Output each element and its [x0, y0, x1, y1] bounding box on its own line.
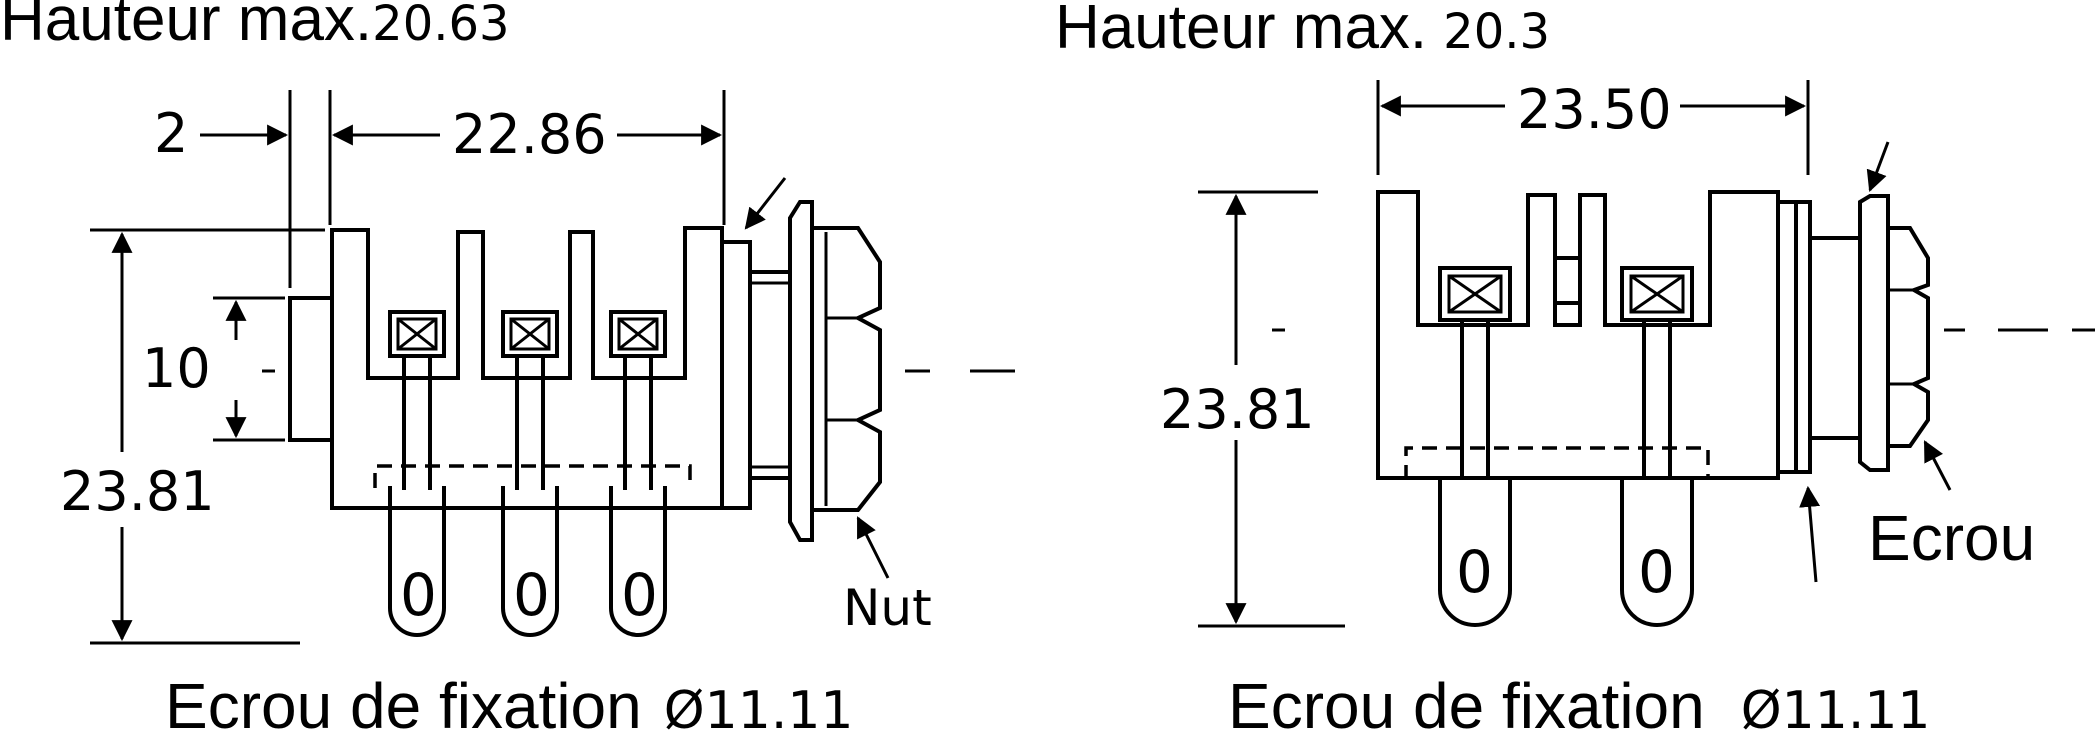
right-title-text: Hauteur max. — [1055, 0, 1427, 62]
left-terminal-2-label: 0 — [513, 561, 550, 629]
left-dim-width: 22.86 — [331, 90, 726, 225]
left-dim-height-label: 23.81 — [60, 460, 215, 523]
left-terminal-3: 0 — [609, 310, 667, 637]
left-terminal-2: 0 — [501, 310, 559, 637]
left-footer-text: Ecrou de fixation — [165, 670, 642, 742]
left-title-value: 20.63 — [372, 0, 509, 52]
left-dim-inner-height: 10 — [142, 296, 285, 442]
left-terminal-3-label: 0 — [621, 561, 658, 629]
right-jack-body — [1272, 190, 2095, 480]
left-dim-offset-label: 2 — [154, 102, 188, 165]
right-terminal-1-label: 0 — [1456, 538, 1493, 606]
left-title: Hauteur max.20.63 — [0, 0, 510, 54]
right-footer: Ecrou de fixation Ø11.11 — [1228, 670, 1931, 742]
left-nut-label: Nut — [843, 579, 932, 637]
right-dim-height: 23.81 — [1160, 190, 1345, 628]
right-footer-value: Ø11.11 — [1741, 681, 1931, 741]
right-jack-drawing: Hauteur max. 20.3 23.50 23.81 — [1055, 0, 2095, 742]
left-dim-offset: 2 — [154, 90, 332, 288]
right-title: Hauteur max. 20.3 — [1055, 0, 1550, 62]
left-title-text: Hauteur max. — [0, 0, 372, 54]
right-terminal-2-label: 0 — [1638, 538, 1675, 606]
left-jack-drawing: Hauteur max.20.63 2 22.86 23.81 — [0, 0, 1015, 742]
right-footer-text: Ecrou de fixation — [1228, 670, 1705, 742]
right-dim-width: 23.50 — [1376, 78, 1810, 175]
right-dim-width-label: 23.50 — [1517, 78, 1672, 141]
left-terminal-1-label: 0 — [400, 561, 437, 629]
left-footer: Ecrou de fixation Ø11.11 — [165, 670, 854, 742]
right-dim-height-label: 23.81 — [1160, 378, 1315, 441]
right-nut-label: Ecrou — [1868, 502, 2035, 574]
left-terminal-1: 0 — [388, 310, 446, 637]
left-dim-height: 23.81 — [60, 228, 325, 645]
right-title-value: 20.3 — [1443, 4, 1550, 60]
left-dim-width-label: 22.86 — [452, 103, 607, 166]
left-dim-inner-height-label: 10 — [142, 337, 211, 400]
left-footer-value: Ø11.11 — [664, 681, 854, 741]
right-terminal-1: 0 — [1438, 266, 1512, 627]
right-terminal-2: 0 — [1620, 266, 1694, 627]
